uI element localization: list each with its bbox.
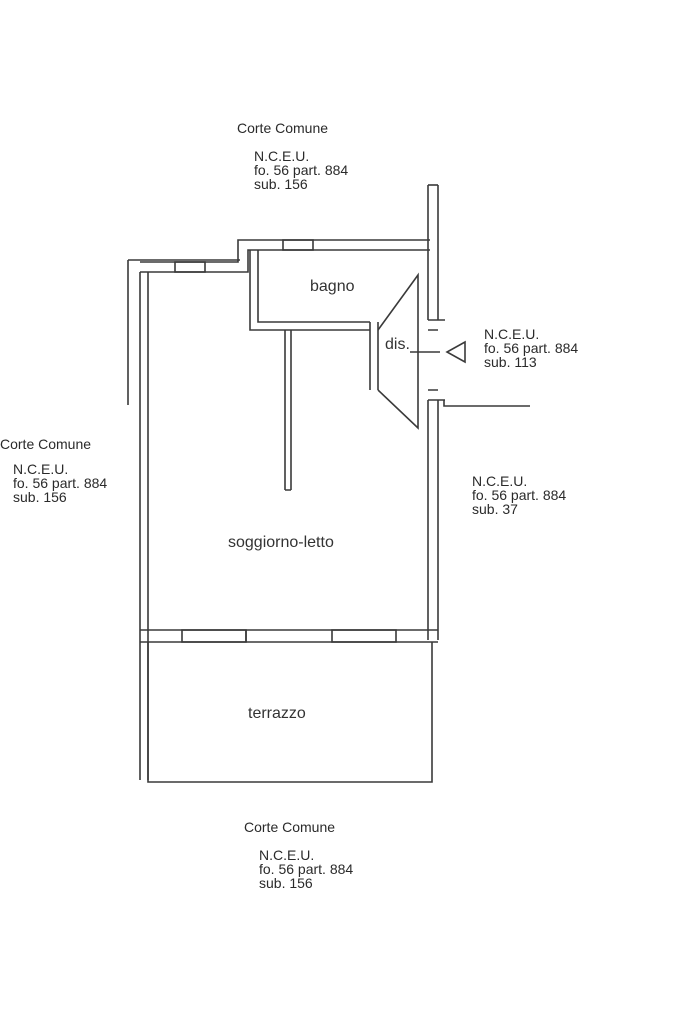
balcony-wall — [140, 629, 438, 643]
right-upper-reference: N.C.E.U. fo. 56 part. 884 sub. 113 — [484, 327, 578, 369]
french-window-left — [181, 629, 247, 643]
left-ref-line3: sub. 156 — [13, 489, 67, 505]
terrace-outline — [147, 642, 433, 783]
bottom-ref-line3: sub. 156 — [259, 875, 313, 891]
bottom-reference: N.C.E.U. fo. 56 part. 884 sub. 156 — [259, 848, 353, 890]
bottom-ref-line2: fo. 56 part. 884 — [259, 861, 354, 877]
right-upper-ref-line1: N.C.E.U. — [484, 326, 540, 342]
top-area-label: Corte Comune — [237, 120, 329, 136]
right-boundary-line — [443, 400, 530, 407]
entrance-door — [428, 319, 445, 401]
bottom-area-label: Corte Comune — [244, 819, 336, 835]
left-reference: N.C.E.U. fo. 56 part. 884 sub. 156 — [13, 462, 107, 504]
right-lower-reference: N.C.E.U. fo. 56 part. 884 sub. 37 — [472, 474, 566, 516]
right-upper-ref-line2: fo. 56 part. 884 — [484, 340, 579, 356]
top-ref-line2: fo. 56 part. 884 — [254, 162, 349, 178]
west-wall — [139, 272, 149, 780]
right-lower-ref-line1: N.C.E.U. — [472, 473, 528, 489]
room-label-living: soggiorno-letto — [228, 534, 334, 551]
entrance-arrow — [445, 340, 466, 364]
north-window-left — [174, 261, 206, 273]
room-label-hallway: dis. — [385, 336, 410, 353]
right-lower-ref-line2: fo. 56 part. 884 — [472, 487, 567, 503]
left-boundary-line — [127, 259, 240, 405]
top-ref-line3: sub. 156 — [254, 176, 308, 192]
french-window-right — [331, 629, 397, 643]
top-ref-line1: N.C.E.U. — [254, 148, 310, 164]
right-lower-ref-line3: sub. 37 — [472, 501, 518, 517]
bathroom-walls — [249, 250, 370, 331]
east-wall — [427, 185, 439, 640]
left-area-label: Corte Comune — [0, 436, 92, 452]
partition-wall — [284, 330, 292, 491]
left-ref-line1: N.C.E.U. — [13, 461, 69, 477]
right-upper-ref-line3: sub. 113 — [484, 354, 537, 370]
north-window-top — [282, 239, 314, 251]
room-label-bathroom: bagno — [310, 278, 355, 295]
room-label-terrace: terrazzo — [248, 705, 306, 722]
top-reference: N.C.E.U. fo. 56 part. 884 sub. 156 — [254, 149, 348, 191]
hallway-wall — [369, 322, 379, 390]
left-ref-line2: fo. 56 part. 884 — [13, 475, 108, 491]
bottom-ref-line1: N.C.E.U. — [259, 847, 315, 863]
north-wall — [140, 239, 430, 273]
